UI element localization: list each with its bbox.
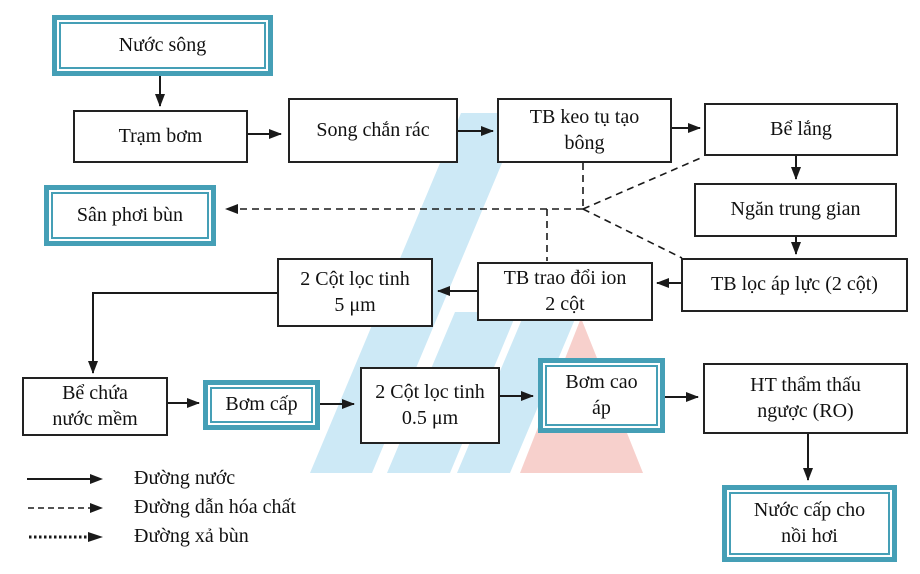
node-nuoc-song-label: Nước sông [118, 33, 207, 56]
node-nuoc-cap-noi-hoi-label: Nước cấp cho nồi hơi [753, 498, 866, 547]
dashed-arrow-icon [28, 502, 103, 513]
dotted-arrow-icon [29, 531, 103, 542]
node-nuoc-song: Nước sông [52, 15, 273, 76]
node-bom-cao-ap-label: Bơm cao áp [565, 370, 638, 419]
node-bom-cap-label: Bơm cấp [225, 393, 298, 416]
node-ht-tham-thau-nguoc: HT thẩm thấu ngược (RO) [703, 363, 908, 434]
legend-row-water: Đường nước [26, 464, 296, 493]
node-be-lang-label: Bể lắng [770, 117, 832, 140]
legend-label-chemical: Đường dẫn hóa chất [134, 496, 296, 518]
node-tram-bom-label: Trạm bơm [118, 124, 203, 147]
node-be-chua-nuoc-mem-label: Bể chứa nước mềm [52, 381, 138, 430]
edge-loc5um-bechua [88, 292, 277, 374]
node-cot-loc-tinh-05um: 2 Cột lọc tinh 0.5 μm [360, 367, 500, 444]
legend-label-water: Đường nước [134, 467, 236, 489]
node-be-chua-nuoc-mem: Bể chứa nước mềm [22, 377, 168, 436]
node-san-phoi-bun-label: Sân phơi bùn [76, 203, 184, 226]
node-tb-trao-doi-ion-label: TB trao đổi ion 2 cột [503, 266, 627, 315]
node-cot-loc-tinh-5um: 2 Cột lọc tinh 5 μm [277, 258, 433, 327]
node-tb-loc-ap-luc-label: TB lọc áp lực (2 cột) [711, 273, 878, 296]
node-song-chan-rac: Song chắn rác [288, 98, 458, 163]
legend-row-sludge: Đường xả bùn [26, 522, 296, 551]
edge-dashed-junction-locapluc [582, 208, 683, 259]
node-nuoc-cap-noi-hoi: Nước cấp cho nồi hơi [722, 485, 897, 562]
node-tb-loc-ap-luc: TB lọc áp lực (2 cột) [681, 258, 908, 312]
node-bom-cao-ap: Bơm cao áp [538, 358, 665, 433]
solid-arrow-icon [27, 473, 103, 484]
node-tb-keo-tu-tao-bong: TB keo tụ tạo bông [497, 98, 672, 163]
node-ht-tham-thau-nguoc-label: HT thẩm thấu ngược (RO) [750, 373, 861, 422]
node-tb-keo-tu-tao-bong-label: TB keo tụ tạo bông [529, 105, 640, 154]
node-tb-trao-doi-ion: TB trao đổi ion 2 cột [477, 262, 653, 321]
node-song-chan-rac-label: Song chắn rác [316, 118, 430, 141]
node-tram-bom: Trạm bơm [73, 110, 248, 163]
dashed-edges [225, 156, 704, 261]
node-ngan-trung-gian: Ngăn trung gian [694, 183, 897, 237]
legend: Đường nước Đường dẫn hóa chất Đường xả b… [26, 464, 296, 551]
node-cot-loc-tinh-05um-label: 2 Cột lọc tinh 0.5 μm [375, 380, 485, 429]
node-san-phoi-bun: Sân phơi bùn [44, 185, 216, 246]
legend-label-sludge: Đường xả bùn [134, 525, 249, 547]
node-cot-loc-tinh-5um-label: 2 Cột lọc tinh 5 μm [300, 267, 410, 316]
node-bom-cap: Bơm cấp [203, 380, 320, 430]
edge-dashed-junction-belang [582, 156, 704, 210]
water-edges [88, 76, 813, 481]
node-be-lang: Bể lắng [704, 103, 898, 156]
legend-row-chemical: Đường dẫn hóa chất [26, 493, 296, 522]
node-ngan-trung-gian-label: Ngăn trung gian [730, 198, 861, 221]
